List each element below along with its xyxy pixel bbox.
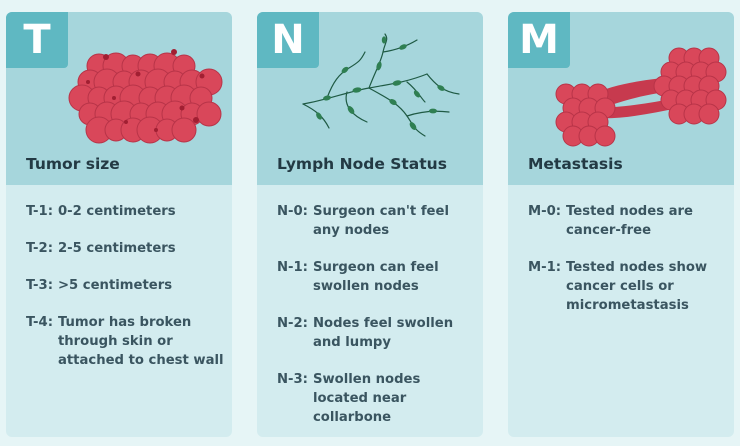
stage-item: N-0: Surgeon can't feel any nodes	[277, 202, 475, 240]
stage-description: 2-5 centimeters	[57, 241, 176, 256]
stage-description: Surgeon can't feel any nodes	[312, 204, 449, 238]
stage-code: M-1:	[528, 260, 562, 275]
letter-badge: M	[508, 12, 570, 68]
card-lymph-node-status: N Lymph Node Status N-0: Surgeon can't f…	[257, 12, 483, 437]
stage-item: N-1: Surgeon can feel swollen nodes	[277, 258, 475, 296]
stage-description: Nodes feel swollen and lumpy	[312, 316, 454, 350]
stage-list: T-1: 0-2 centimeters T-2: 2-5 centimeter…	[26, 202, 224, 388]
stage-description: >5 centimeters	[57, 278, 173, 293]
card-metastasis: M Metastasis M-0: Tested nodes are cance…	[508, 12, 734, 437]
stage-description: Surgeon can feel swollen nodes	[312, 260, 439, 294]
stage-item: T-4: Tumor has broken through skin or at…	[26, 313, 224, 370]
stage-description: 0-2 centimeters	[57, 204, 176, 219]
stage-item: N-3: Swollen nodes located near collarbo…	[277, 370, 475, 427]
stage-item: T-1: 0-2 centimeters	[26, 202, 224, 221]
stage-code: T-3:	[26, 278, 53, 293]
stage-code: T-1:	[26, 204, 53, 219]
tumor-illustration	[68, 49, 223, 144]
stage-code: N-1:	[277, 260, 308, 275]
stage-item: M-1: Tested nodes show cancer cells or m…	[528, 258, 726, 315]
stage-description: Swollen nodes located near collarbone	[312, 372, 421, 425]
stage-item: T-3: >5 centimeters	[26, 276, 224, 295]
stage-description: Tested nodes are cancer-free	[566, 204, 693, 238]
stage-item: M-0: Tested nodes are cancer-free	[528, 202, 726, 240]
lymph-node-illustration	[302, 33, 460, 137]
stage-list: M-0: Tested nodes are cancer-free M-1: T…	[528, 202, 726, 333]
metastasis-illustration	[555, 47, 727, 147]
stage-code: T-2:	[26, 241, 53, 256]
card-tumor-size: T Tumor size T-1: 0-2 centimeters T-2: 2…	[6, 12, 232, 437]
stage-code: N-2:	[277, 316, 308, 331]
stage-item: T-2: 2-5 centimeters	[26, 239, 224, 258]
letter-badge: N	[257, 12, 319, 68]
stage-code: T-4:	[26, 315, 53, 330]
stage-description: Tumor has broken through skin or attache…	[57, 315, 224, 368]
stage-code: M-0:	[528, 204, 562, 219]
card-title: Lymph Node Status	[277, 155, 447, 173]
stage-code: N-3:	[277, 372, 308, 387]
stage-description: Tested nodes show cancer cells or microm…	[566, 260, 708, 313]
card-title: Tumor size	[26, 155, 120, 173]
card-title: Metastasis	[528, 155, 623, 173]
stage-list: N-0: Surgeon can't feel any nodes N-1: S…	[277, 202, 475, 437]
stage-code: N-0:	[277, 204, 308, 219]
letter-badge: T	[6, 12, 68, 68]
stage-item: N-2: Nodes feel swollen and lumpy	[277, 314, 475, 352]
